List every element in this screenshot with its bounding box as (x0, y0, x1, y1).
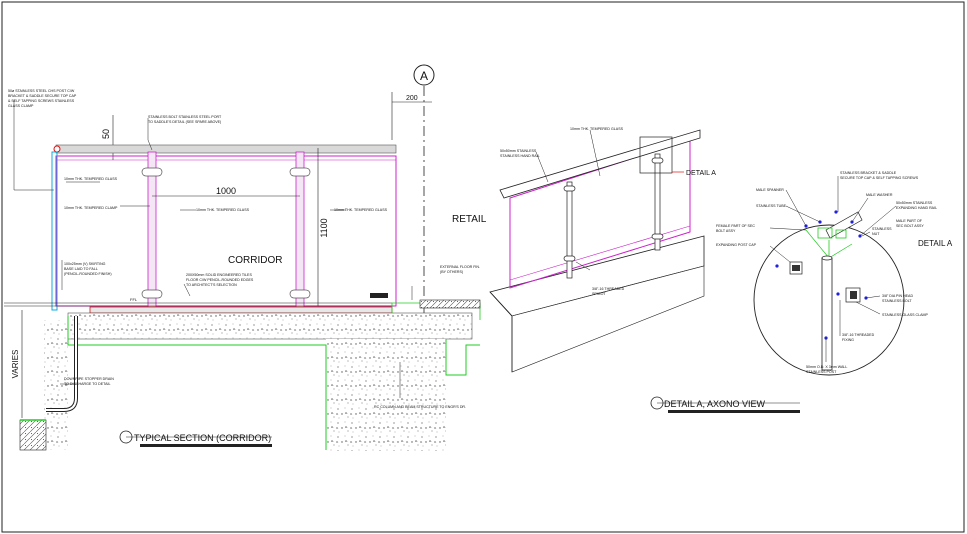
label-detail-a: DETAIL A (686, 170, 716, 177)
note-28: STAINLESS TUBE (756, 204, 787, 208)
slab-outline (67, 316, 327, 450)
note-32: STAINLESS BRACKET & SADDLE (840, 171, 897, 175)
post-mid-1 (141, 151, 163, 309)
note-21: RC COLUMN AND BEAM STRUCTURE TO ENGR'S D… (374, 405, 466, 409)
grid-bubble (413, 64, 435, 86)
note-27: MALE SPANNER (756, 188, 784, 192)
note-40: SEC BOLT ASSY (896, 224, 924, 228)
note-44: 3/8"-16 THREADED (842, 333, 875, 337)
note-9: 10mm THK. TEMPERED GLASS (196, 208, 250, 212)
grid-bubble-label: A (420, 69, 428, 83)
note-20: (BY OTHERS) (440, 270, 463, 274)
note-15: BASE LAID TO FALL (64, 267, 98, 271)
note-24: STAINLESS HAND RAIL (500, 154, 540, 158)
post-left (51, 151, 58, 311)
note-13: TO ARCHITECT'S SELECTION (186, 283, 237, 287)
concrete-wall (44, 320, 68, 450)
note-8: 10mm THK. TEMPERED CLAMP (64, 206, 118, 210)
axono-handrail (499, 129, 701, 199)
dim-200: 200 (406, 95, 418, 102)
note-18: TO DISCHARGE TO DETAIL (64, 382, 110, 386)
axono-view: DETAIL A 10mm THK. TEMPERED GLASS 50x50m… (489, 127, 800, 413)
note-42: STAINLESS BOLT (882, 299, 912, 303)
concrete-beam (326, 339, 446, 451)
note-26: SPIGOT (592, 292, 606, 296)
label-retail: RETAIL (452, 214, 487, 225)
note-11: 200X50mm SOLID ENGINEERED TILES (186, 273, 252, 277)
detail-post (821, 257, 833, 371)
axono-post-1 (563, 181, 576, 279)
note-29: FEMALE PART OF SEC (716, 224, 755, 228)
handrail (55, 144, 397, 154)
label-detail-a-2: DETAIL A (918, 239, 953, 248)
note-4: GLASS CLAMP (8, 104, 34, 108)
handrail-end-red (53, 145, 61, 153)
note-6: TO SADDLE'S DETAIL (SEE SPARE ABOVE) (148, 120, 221, 124)
label-varies: VARIES (11, 350, 20, 379)
note-19: EXTERNAL FLOOR FIN. (440, 265, 480, 269)
note-14: 100x25mm (V) SKIRTING (64, 262, 106, 266)
note-39: MALE PART OF (896, 219, 923, 223)
note-47: STAINLESS POST (806, 370, 837, 374)
note-34: MALE WASHER (866, 193, 893, 197)
detail-a-view: DETAIL A (716, 171, 953, 376)
note-31: EXPANDING POST CAP (716, 243, 757, 247)
label-corridor: CORRIDOR (228, 255, 282, 266)
note-35: 50x50mm STAINLESS (896, 201, 933, 205)
typical-section: A 200 50 1000 1100 (4, 64, 487, 451)
note-33: SECURE TOP CAP & SELF TAPPING SCREWS (840, 176, 919, 180)
note-5: STAINLESS BOLT STAINLESS STEEL PORT (148, 115, 222, 119)
label-ffl: FFL (130, 297, 138, 302)
note-17: DOWNPIPE STOPPER DRAIN (64, 377, 114, 381)
note-22: 10mm THK. TEMPERED GLASS (570, 127, 624, 131)
note-2: BRACKET & SADDLE SECURE TOP CAP (8, 94, 77, 98)
note-37: STAINLESS (872, 227, 892, 231)
note-38: NUT (872, 232, 880, 236)
external-floor (419, 299, 481, 309)
note-30: BOLT ASSY (716, 229, 736, 233)
concrete-slab (67, 312, 473, 340)
note-43: STAINLESS GLASS CLAMP (882, 313, 928, 317)
note-16: (PENCIL-ROUNDED FINISH) (64, 272, 112, 276)
note-1: 50ø STAINLESS STEEL CHS POST C/W (8, 89, 75, 93)
note-23: 50x50mm STAINLESS (500, 149, 537, 153)
note-36: EXPANDING HAND RAIL (896, 206, 937, 210)
detail-a-circle (753, 224, 905, 376)
detail-a-box (639, 136, 673, 174)
axono-post-2 (651, 153, 664, 251)
note-45: FIXING (842, 338, 854, 342)
dim-1100: 1100 (319, 218, 329, 237)
note-12: FLOOR C/W PENCIL-ROUNDED EDGES (186, 278, 254, 282)
section-title: TYPICAL SECTION (CORRIDOR) (134, 433, 271, 443)
post-mid-2 (289, 151, 311, 309)
dim-50: 50 (101, 129, 111, 139)
note-25: 3/8"-16 THREADED (592, 287, 625, 291)
note-46: 50mm O.D. X 3mm WALL (806, 365, 847, 369)
note-41: 3/8" DIA PIN HEAD (882, 294, 913, 298)
note-10: 10mm THK. TEMPERED GLASS (334, 208, 388, 212)
ground-left (19, 419, 47, 451)
dim-1000: 1000 (216, 186, 236, 196)
note-7: 10mm THK. TEMPERED GLASS (64, 177, 118, 181)
floor-finish (89, 306, 393, 314)
axono-title: DETAIL A, AXONO VIEW (664, 399, 766, 409)
note-3: & SELF TAPPING SCREWS STAINLESS (8, 99, 75, 103)
